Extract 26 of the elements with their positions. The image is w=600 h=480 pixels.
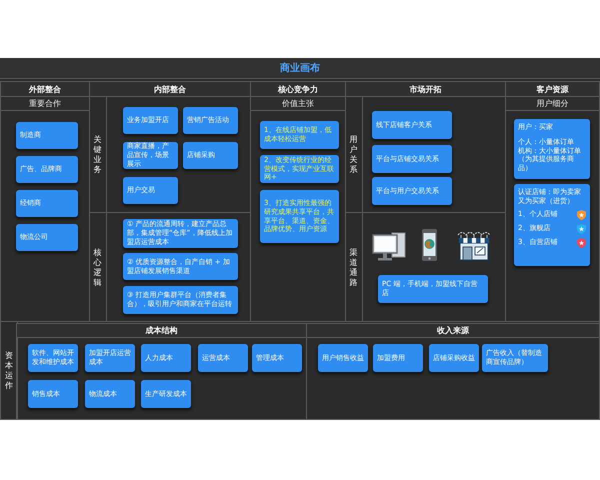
- info-card: [514, 184, 590, 266]
- row-heading: 核心逻辑: [93, 248, 102, 288]
- column-heading: 成本结构: [17, 324, 306, 338]
- column-heading: 外部整合: [1, 82, 89, 97]
- column-heading: 市场开拓: [346, 82, 505, 97]
- column-heading: 收入来源: [307, 324, 599, 338]
- column-panel: [89, 81, 251, 322]
- section-panel: [89, 212, 251, 322]
- row-heading: 关键业务: [93, 134, 102, 174]
- band-panel: [0, 321, 600, 420]
- column-heading: 客户资源: [506, 82, 599, 97]
- column-heading: 核心竞争力: [251, 82, 345, 97]
- row-heading: 资本运作: [4, 350, 14, 390]
- subheading: 重要合作: [1, 97, 89, 111]
- column-panel: [0, 81, 90, 322]
- column-panel: [505, 81, 600, 322]
- info-card: [514, 119, 590, 179]
- canvas-title: 商业画布: [0, 58, 600, 79]
- subheading: 用户细分: [506, 97, 599, 111]
- row-heading: 渠道通路: [349, 248, 358, 288]
- column-panel: [345, 81, 506, 322]
- subheading: 价值主张: [251, 97, 345, 111]
- column-heading: 内部整合: [90, 82, 250, 97]
- row-heading: 用户关系: [349, 134, 358, 174]
- section-panel: [345, 212, 506, 322]
- column-panel: [16, 323, 307, 420]
